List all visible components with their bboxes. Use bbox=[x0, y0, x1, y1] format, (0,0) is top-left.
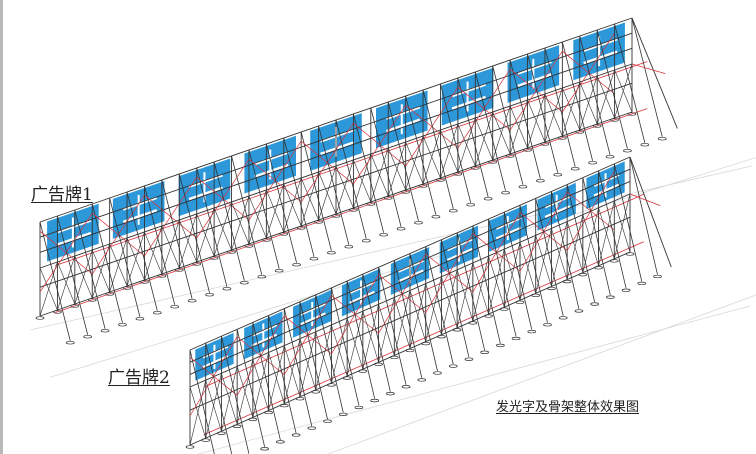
left-border bbox=[0, 0, 3, 454]
billboard-2 bbox=[185, 156, 756, 454]
billboard-1-label: 广告牌1 bbox=[31, 185, 93, 205]
figure-caption: 发光字及骨架整体效果图 bbox=[496, 400, 640, 415]
billboard-2-label: 广告牌2 bbox=[108, 368, 170, 388]
billboard-1 bbox=[29, 17, 756, 378]
